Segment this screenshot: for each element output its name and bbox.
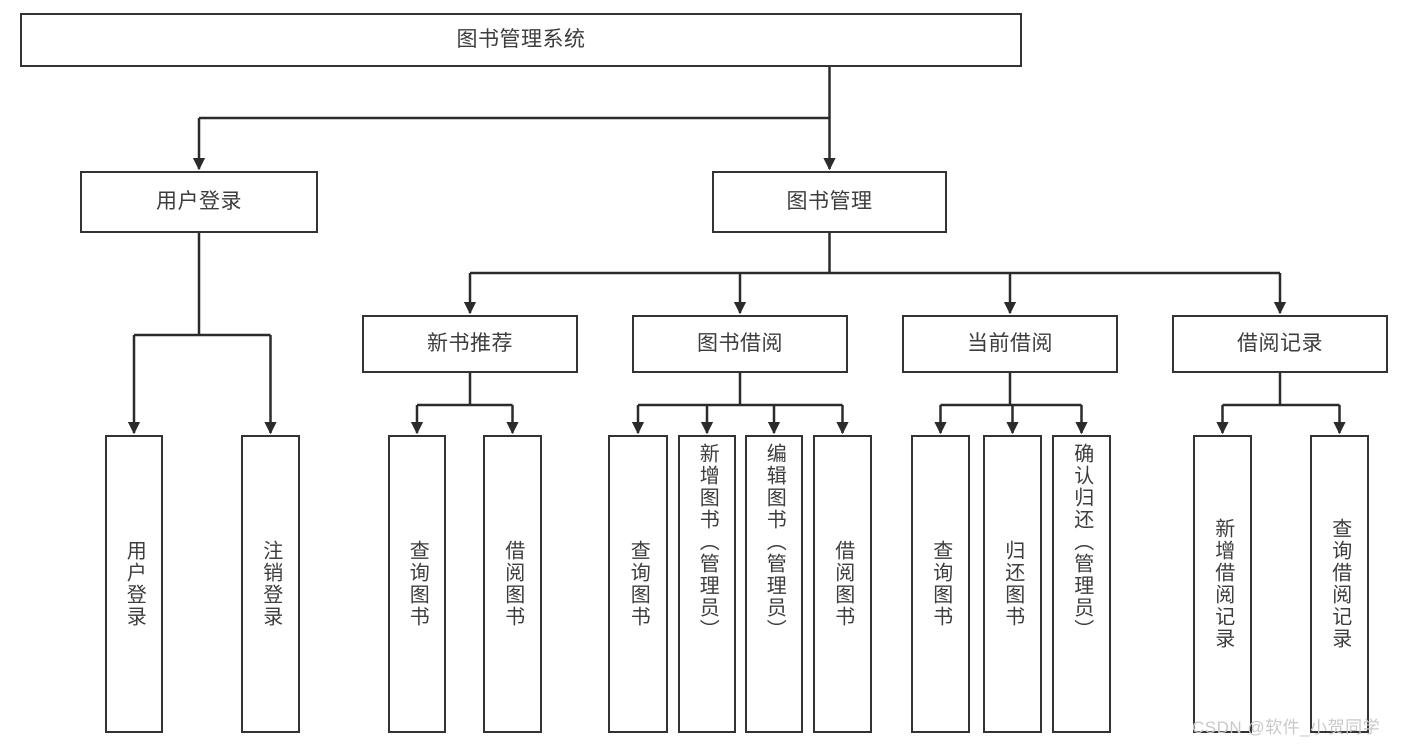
node-label: 当前借阅 (967, 331, 1053, 355)
node-label: 查询图书 (929, 540, 952, 628)
node-book-manage: 图书管理 (712, 171, 947, 233)
node-label: 图书管理 (786, 189, 873, 213)
node-label: 注销登录 (259, 540, 282, 628)
leaf-nbr-borrow-book: 借阅图书 (483, 435, 542, 733)
node-book-borrow: 图书借阅 (632, 315, 848, 373)
leaf-nbr-query-book: 查询图书 (388, 435, 446, 733)
node-label: 确认归还（管理员） (1070, 443, 1093, 641)
node-label: 借阅图书 (831, 540, 854, 628)
node-root: 图书管理系统 (20, 13, 1022, 67)
node-borrow-record: 借阅记录 (1172, 315, 1388, 373)
node-label: 查询图书 (627, 540, 650, 628)
node-current-borrow: 当前借阅 (902, 315, 1118, 373)
node-label: 借阅图书 (501, 540, 524, 628)
node-label: 图书借阅 (697, 331, 783, 355)
leaf-bb-add-book: 新增图书（管理员） (678, 435, 736, 733)
leaf-user-login-do: 用户登录 (105, 435, 163, 733)
node-label: 查询图书 (406, 540, 429, 628)
leaf-cb-confirm-return: 确认归还（管理员） (1052, 435, 1111, 733)
node-label: 查询借阅记录 (1328, 518, 1351, 650)
leaf-br-add-record: 新增借阅记录 (1193, 435, 1252, 733)
leaf-bb-edit-book: 编辑图书（管理员） (745, 435, 803, 733)
node-label: 用户登录 (123, 540, 146, 628)
leaf-cb-return-book: 归还图书 (983, 435, 1042, 733)
leaf-bb-query-book: 查询图书 (608, 435, 668, 733)
node-label: 借阅记录 (1237, 331, 1323, 355)
node-label: 新增借阅记录 (1211, 518, 1234, 650)
leaf-br-query-record: 查询借阅记录 (1310, 435, 1369, 733)
leaf-bb-borrow-book: 借阅图书 (813, 435, 872, 733)
watermark: CSDN @软件_小贺同学 (1192, 718, 1381, 737)
leaf-cb-query-book: 查询图书 (911, 435, 970, 733)
node-label: 归还图书 (1001, 540, 1024, 628)
node-new-book-recommend: 新书推荐 (362, 315, 578, 373)
node-label: 图书管理系统 (456, 27, 586, 51)
node-label: 新书推荐 (427, 331, 513, 355)
node-label: 编辑图书（管理员） (763, 443, 786, 641)
node-user-login: 用户登录 (80, 171, 318, 233)
node-label: 用户登录 (156, 189, 242, 213)
leaf-user-logout: 注销登录 (241, 435, 300, 733)
node-label: 新增图书（管理员） (696, 443, 719, 641)
